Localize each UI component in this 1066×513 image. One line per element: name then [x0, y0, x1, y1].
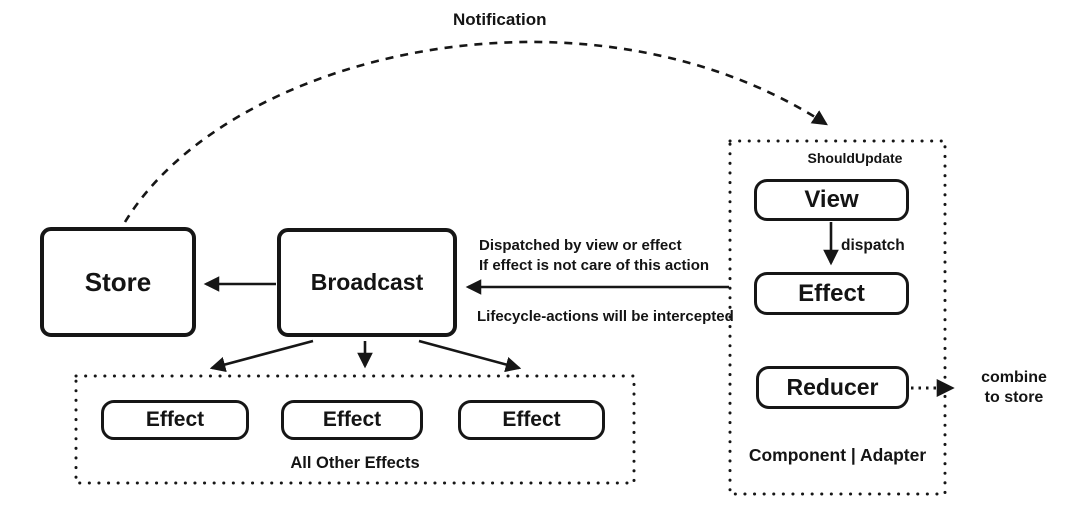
store-label: Store: [84, 266, 152, 297]
dispatched-note-line1: Dispatched by view or effect: [479, 237, 682, 254]
component-effect-label: Effect: [798, 279, 865, 307]
component-panel-footer-label: Component | Adapter: [748, 445, 927, 465]
view-node: View: [754, 179, 909, 221]
other-effects-panel-border: [74, 374, 636, 485]
component-effect-node: Effect: [754, 272, 909, 315]
combine-to-store-line2: to store: [984, 389, 1044, 406]
combine-to-store-line1: combine: [981, 369, 1047, 386]
other-effect-label-2: Effect: [322, 408, 382, 431]
other-effect-node-1: Effect: [101, 400, 249, 440]
other-effect-node-2: Effect: [281, 400, 423, 440]
broadcast-node: Broadcast: [277, 228, 457, 337]
notification-arc-arrow: [123, 40, 828, 223]
combine-to-store-label: combine to store: [966, 368, 1062, 408]
component-panel-border: [728, 139, 947, 496]
should-update-label: ShouldUpdate: [807, 150, 903, 166]
other-effect-node-3: Effect: [458, 400, 605, 440]
broadcast-label: Broadcast: [310, 269, 424, 295]
other-effect-label-3: Effect: [502, 408, 561, 431]
broadcast-to-effects-arrow-left: [209, 339, 314, 373]
dispatched-note-line2: If effect is not care of this action: [479, 257, 710, 274]
reducer-label: Reducer: [786, 374, 879, 400]
other-effects-caption: All Other Effects: [290, 454, 420, 472]
dispatch-arrow-label: dispatch: [841, 237, 905, 254]
broadcast-to-effects-arrow-right: [418, 339, 522, 373]
view-label: View: [804, 186, 859, 213]
other-effect-label-1: Effect: [145, 408, 205, 431]
reducer-node: Reducer: [756, 366, 909, 409]
lifecycle-note: Lifecycle-actions will be intercepted: [477, 308, 734, 325]
dispatched-note: Dispatched by view or effect If effect i…: [479, 236, 709, 276]
store-node: Store: [40, 227, 196, 337]
notification-label: Notification: [453, 10, 547, 29]
